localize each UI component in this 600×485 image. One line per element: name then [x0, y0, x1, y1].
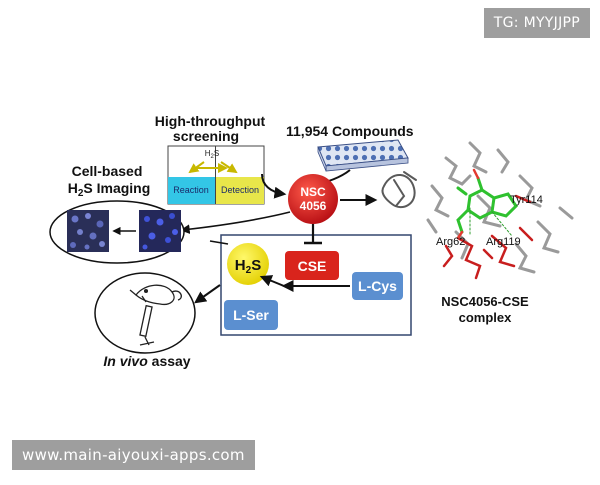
detection-label: Detection [221, 185, 259, 195]
residue-arg62: Arg62 [436, 236, 465, 248]
imaging-title-line2: H2S Imaging [68, 180, 151, 199]
residue-arg119: Arg119 [486, 236, 521, 248]
cse-enzyme-node: CSE [285, 251, 339, 280]
h2s-product-node: H2S [227, 243, 269, 285]
screening-assay-box: H2S Reaction Detection [167, 145, 265, 205]
vivo-label: In vivo assay [103, 353, 190, 369]
cell-image-right [139, 210, 181, 252]
well-plate-icon [317, 139, 409, 172]
l-ser-label: L-Ser [233, 307, 269, 323]
hit-label-line1: NSC [300, 185, 326, 199]
screening-title-line1: High-throughput [155, 113, 266, 129]
compounds-label: 11,954 Compounds [286, 123, 414, 139]
pathway-to-imaging-arrow [209, 240, 229, 245]
screening-to-hit-arrow [261, 173, 287, 199]
complex-caption-line1: NSC4056-CSE [441, 294, 529, 309]
l-cys-node: L-Cys [352, 272, 403, 300]
detection-panel [216, 177, 264, 204]
reaction-panel [168, 177, 215, 204]
l-ser-node: L-Ser [224, 300, 278, 330]
imaging-title-line1: Cell-based [72, 163, 143, 179]
hit-compound-node: NSC 4056 [288, 174, 338, 224]
assay-h2s-label: H2S [205, 149, 219, 160]
watermark-bottom: www.main-aiyouxi-apps.com [12, 440, 255, 470]
hit-label-line2: 4056 [300, 199, 327, 213]
cse-label: CSE [298, 258, 327, 274]
complex-caption-line2: complex [459, 310, 513, 325]
cell-image-left [67, 210, 109, 252]
residue-tyr114: Tyr114 [510, 194, 543, 206]
l-cys-label: L-Cys [358, 278, 397, 294]
screening-title-line2: screening [173, 128, 239, 144]
mouse-injection-icon [129, 284, 182, 346]
reaction-label: Reaction [173, 185, 209, 195]
h2s-node-label: H2S [235, 257, 261, 276]
pathway-to-vivo-arrow [194, 284, 221, 304]
hit-to-imaging-arrow [180, 211, 291, 234]
watermark-top: TG: MYYJJPP [483, 8, 590, 38]
protein-ligand-structure [381, 141, 574, 280]
